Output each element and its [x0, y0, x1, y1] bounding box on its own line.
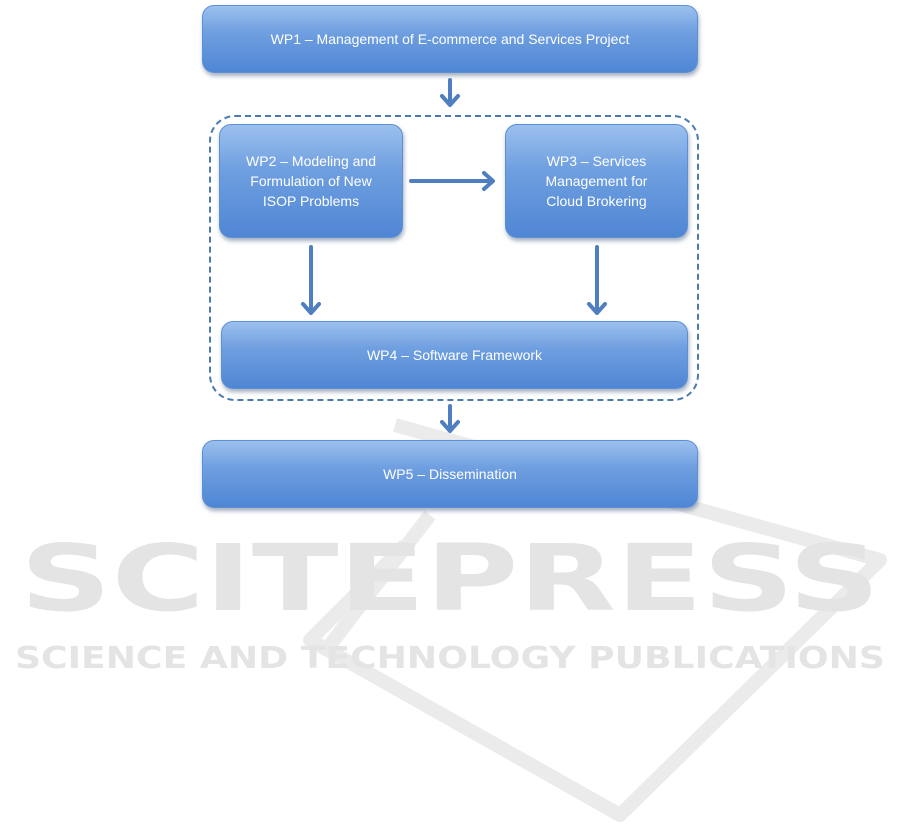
arrow-group-to-wp5 [442, 406, 458, 431]
arrow-wp2-to-wp3 [411, 173, 493, 189]
arrow-wp3-to-wp4 [589, 247, 605, 313]
arrow-wp1-to-group [442, 80, 458, 105]
arrow-wp2-to-wp4 [303, 247, 319, 313]
